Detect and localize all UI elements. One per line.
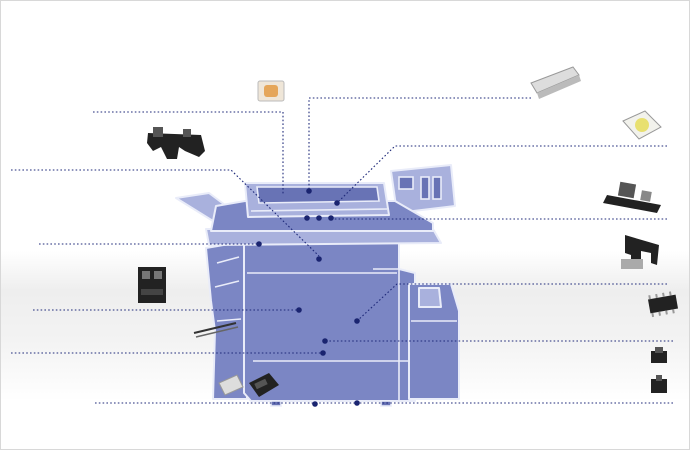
- foot-2: [380, 400, 392, 407]
- dot-lid-sensor: [306, 188, 312, 194]
- connection-dots: [256, 188, 360, 407]
- ic-chip-icon: [647, 291, 679, 318]
- panel-key-1: [420, 176, 430, 200]
- body-door-edge: [373, 268, 400, 401]
- dot-body-mid: [296, 307, 302, 313]
- power-led-icon: [622, 110, 662, 140]
- dot-feeder: [334, 200, 340, 206]
- leader-lines: [11, 97, 673, 404]
- leader-slot-sensor: [356, 283, 667, 322]
- dot-finisher: [256, 241, 262, 247]
- foot-1: [270, 400, 282, 407]
- dot-scanner-1: [304, 215, 310, 221]
- photo-interrupter-icon: [147, 127, 205, 159]
- dot-door: [354, 318, 360, 324]
- leader-led-bar: [308, 97, 531, 191]
- dot-scanner-2: [316, 215, 322, 221]
- sensor-module-icon: [218, 373, 279, 397]
- panel-key-2: [432, 176, 442, 200]
- finisher-slot-2: [214, 280, 240, 288]
- dot-base-2: [354, 400, 360, 406]
- finisher-slot-3: [216, 318, 242, 322]
- dot-scanner-3: [328, 215, 334, 221]
- sensor-board-icon: [603, 181, 661, 213]
- leader-photo-interrupter-a: [11, 169, 320, 257]
- dot-base-1: [312, 401, 318, 407]
- paper-deck-window: [418, 287, 442, 308]
- document-feeder: [256, 186, 380, 204]
- dot-body-lower-2: [320, 350, 326, 356]
- leader-led-chip-small: [93, 111, 284, 195]
- paper-deck: [408, 283, 460, 400]
- finisher-slot-1: [216, 256, 240, 264]
- relay-icon: [138, 267, 166, 303]
- led-bar-icon: [530, 66, 581, 99]
- dot-body-top: [316, 256, 322, 262]
- panel-screen: [398, 176, 414, 190]
- slot-sensor-icon: [621, 235, 659, 269]
- mini-interrupter-icon: [651, 347, 667, 393]
- dot-body-lower-1: [322, 338, 328, 344]
- lid-edge: [250, 208, 388, 212]
- smd-led-icon: [257, 80, 285, 102]
- wire-icon: [193, 322, 239, 338]
- copier-machine: [175, 164, 460, 407]
